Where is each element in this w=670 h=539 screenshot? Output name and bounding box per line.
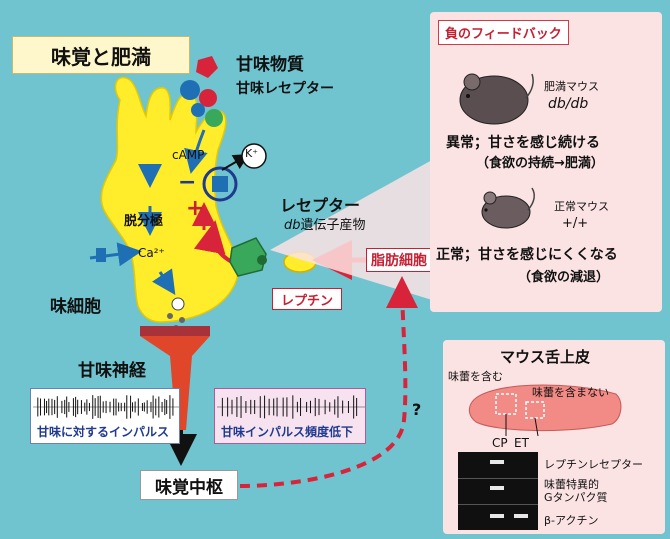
obese-mouse-eye: [466, 94, 470, 98]
normal-mouse-illustration: [481, 187, 535, 229]
with-buds-label: 味蕾を含む: [448, 370, 503, 383]
leptin-receptor-shape: [229, 237, 267, 277]
sweet-substance-shape: [196, 56, 218, 78]
lane-et-label: ET: [514, 436, 529, 450]
receptor-blob-blue: [180, 80, 200, 100]
k-ion-ring: [241, 143, 267, 169]
lane-cp-label: CP: [492, 436, 508, 450]
obese-mouse-label: 肥満マウス: [544, 80, 599, 93]
fat-cell-tag: 脂肪細胞: [366, 248, 432, 272]
obese-genotype: db/db: [548, 96, 589, 112]
impulse-reduced-box: 甘味インパルス頻度低下: [214, 388, 366, 444]
tongue-shape: [468, 384, 622, 432]
normal-mouse-eye: [484, 208, 488, 212]
calcium-channel: [96, 248, 106, 262]
feedback-title: 負のフィードバック: [438, 20, 569, 45]
gene-product-text: 遺伝子産物: [300, 218, 366, 233]
normal-mouse-tail: [527, 187, 535, 211]
leptin-tag: レプチン: [272, 288, 342, 310]
impulse-normal-box: 甘味に対するインパルス: [30, 388, 180, 444]
minus-sign: −: [178, 170, 197, 195]
k-channel: [212, 176, 228, 192]
gel-band: [490, 460, 504, 464]
gel-divider: [458, 478, 538, 479]
k-ion-label: K⁺: [245, 147, 259, 160]
normal-line: 正常；甘さを感じにくくなる: [436, 247, 618, 263]
taste-center-label: 味覚中枢: [155, 477, 223, 498]
vesicle-arrow: [152, 268, 176, 295]
receptor-sublabel: db遺伝子産物: [284, 214, 366, 233]
feedback-panel: [430, 12, 662, 312]
sweet-substance-label: 甘味物質: [236, 55, 304, 75]
impulse-reduced-label: 甘味インパルス頻度低下: [221, 425, 354, 439]
et-pointer: [534, 417, 539, 437]
vesicle: [171, 297, 185, 311]
abnormal-line: 異常；甘さを感じ続ける: [446, 135, 600, 151]
calcium-label: Ca²⁺: [138, 246, 165, 260]
normal-genotype: +/+: [562, 216, 589, 231]
gel-band: [490, 514, 504, 518]
sweet-nerve-label: 甘味神経: [78, 361, 146, 381]
obese-mouse-ear: [463, 73, 481, 91]
normal-sub: （食欲の減退）: [518, 270, 610, 285]
question-mark: ?: [412, 400, 422, 419]
k-channel-ring: [202, 166, 238, 202]
impulse-reduced-spikes: [217, 395, 365, 419]
normal-mouse-label: 正常マウス: [554, 200, 609, 213]
plus-sign: +: [186, 196, 205, 221]
abnormal-sub: （食欲の持続→肥満）: [476, 156, 604, 171]
tongue-illustration: [468, 384, 622, 437]
receptor-pocket: [257, 255, 267, 265]
band-beta-actin: β-アクチン: [544, 514, 599, 527]
gel-divider: [458, 504, 538, 505]
normal-mouse-body: [481, 195, 531, 229]
camp-label: cAMP: [172, 148, 205, 162]
leptin-effect-arrow: [193, 220, 234, 264]
receptor-blob-green: [205, 109, 223, 127]
gel-band: [490, 486, 504, 490]
title-box: 味覚と肥満: [12, 36, 190, 74]
obese-mouse-tail: [525, 73, 534, 99]
depolarization-label: 脱分極: [124, 214, 164, 229]
gel-image: [458, 452, 538, 530]
sweet-receptor-label: 甘味レセプター: [236, 81, 334, 97]
leptin-label: レプチン: [280, 293, 333, 309]
tongue-panel-title: マウス舌上皮: [500, 348, 591, 366]
nerve-top-bar: [140, 326, 210, 336]
page-title: 味覚と肥満: [51, 44, 151, 69]
sweet-nerve-shape: [140, 336, 210, 430]
taste-cell-label: 味細胞: [50, 297, 101, 317]
impulse-normal-label: 甘味に対するインパルス: [37, 425, 170, 439]
band-leptin-receptor: レプチンレセプター: [544, 458, 643, 471]
vesicle: [179, 317, 185, 323]
db-italic: db: [284, 218, 301, 233]
feedback-dashed-arrow: [239, 276, 419, 488]
receptor-blob-blue-2: [191, 103, 205, 117]
gel-band: [514, 514, 528, 518]
without-buds-label: 味蕾を含まない: [532, 386, 609, 399]
normal-mouse-ear: [483, 191, 497, 205]
taste-center-box: 味覚中枢: [140, 470, 238, 500]
vesicle: [167, 313, 173, 319]
obese-mouse-illustration: [459, 73, 534, 125]
impulse-normal-spikes: [33, 395, 179, 419]
receptor-blob-red: [199, 89, 217, 107]
fat-cell-label: 脂肪細胞: [371, 253, 427, 269]
band-g-protein: 味蕾特異的 Gタンパク質: [544, 478, 608, 504]
receptor-label: レセプター: [280, 196, 361, 215]
camp-arrow: [184, 129, 208, 174]
